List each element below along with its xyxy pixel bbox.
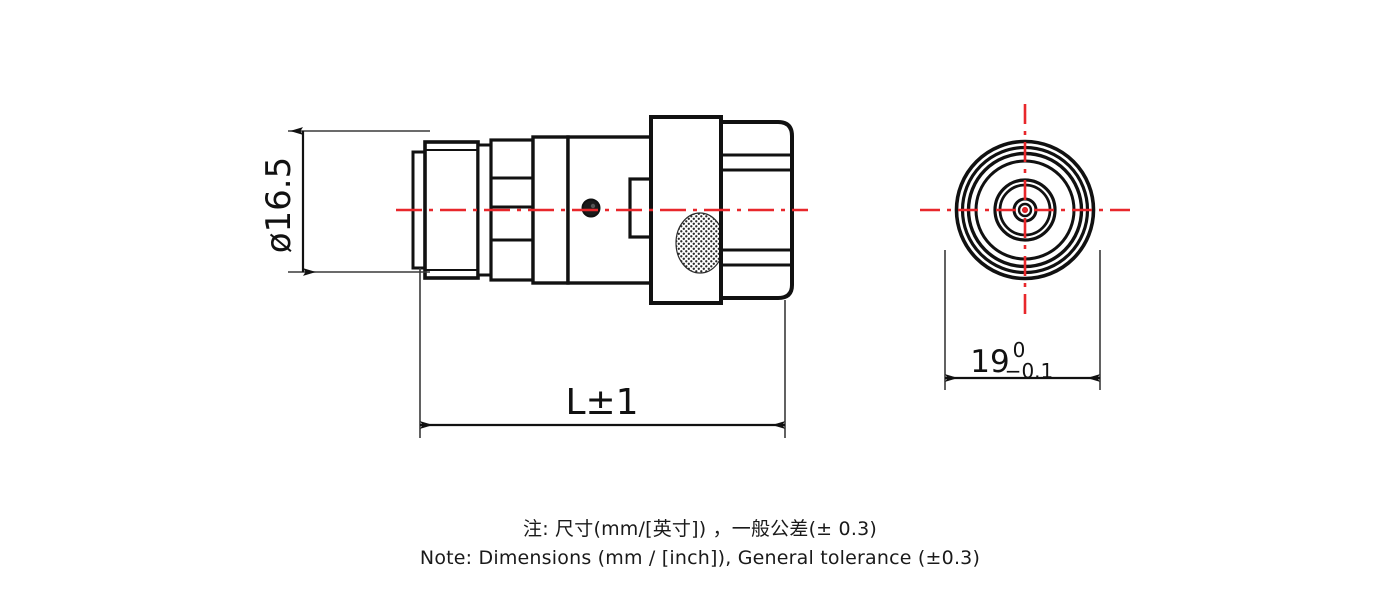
length-dimension: L±1 — [419, 268, 786, 438]
diameter-dimension-text: ø16.5 — [259, 157, 299, 254]
notes-block: 注: 尺寸(mm/[英寸]) ，一般公差(± 0.3) Note: Dimens… — [0, 515, 1400, 572]
across-flats-lower-tolerance-text: −0.1 — [1005, 359, 1054, 383]
knurl-texture — [676, 213, 724, 273]
front-view-contact-bore — [1017, 202, 1033, 218]
side-view — [396, 115, 808, 305]
side-view-key-tab — [628, 177, 654, 239]
across-flats-base-text: 19 — [970, 344, 1009, 380]
length-dimension-text: L±1 — [565, 382, 638, 423]
note-chinese: 注: 尺寸(mm/[英寸]) ，一般公差(± 0.3) — [523, 518, 877, 540]
diameter-dimension: ø16.5 — [259, 127, 430, 276]
note-english: Note: Dimensions (mm / [inch]), General … — [419, 546, 981, 569]
across-flats-upper-tolerance-text: 0 — [1013, 338, 1026, 362]
side-view-pin-hole — [581, 198, 601, 218]
across-flats-dimension: 19 0 −0.1 — [944, 250, 1101, 390]
front-view — [920, 104, 1131, 318]
